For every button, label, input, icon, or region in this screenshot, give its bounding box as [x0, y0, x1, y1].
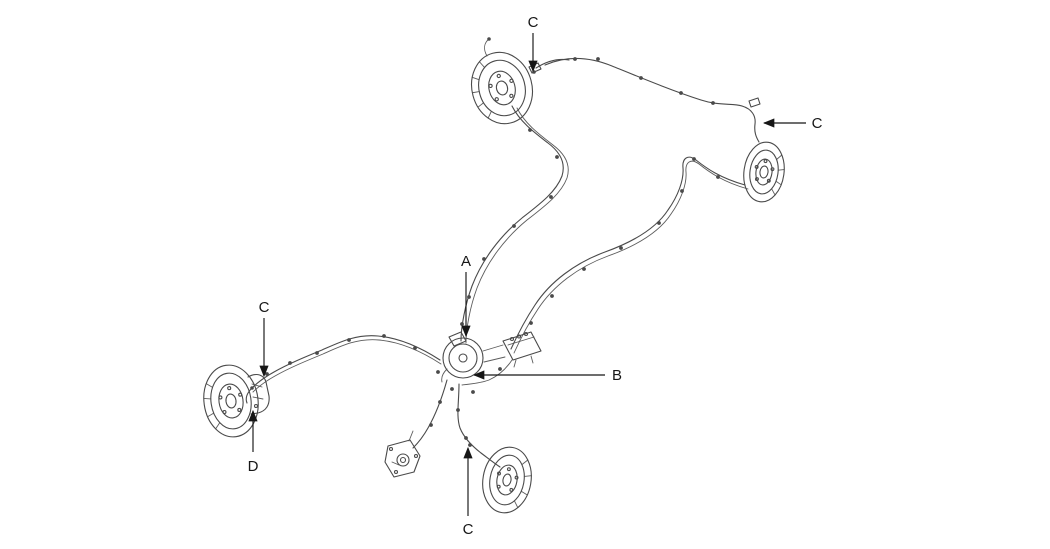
wheel-assembly-right — [743, 141, 785, 203]
callout-C-bottom: C — [463, 446, 474, 538]
brake-line-artwork — [203, 38, 785, 514]
wheel-assembly-top — [471, 51, 533, 125]
rear-crossover-tube — [544, 57, 743, 107]
callout-C-bottom-label: C — [463, 521, 474, 538]
brake-hose-top — [535, 58, 570, 69]
bracket-top-left — [484, 38, 490, 57]
tube-clamps — [250, 37, 720, 447]
right-wheel-hose-stub — [741, 105, 760, 143]
rear-left-tube-twin — [465, 107, 569, 344]
callout-C-top: C — [528, 14, 539, 73]
callout-C-right: C — [762, 115, 823, 132]
front-left-tube — [251, 335, 441, 389]
callout-D: D — [248, 409, 259, 475]
front-right-hose — [480, 452, 501, 468]
callout-C-left: C — [259, 299, 270, 378]
rear-left-tube — [460, 105, 564, 342]
brake-hose-fitting-right — [748, 97, 761, 108]
wheel-assembly-bottom — [482, 446, 532, 514]
callout-C-left-label: C — [259, 299, 270, 316]
front-caliper-tube — [412, 379, 448, 449]
callout-B-label: B — [612, 367, 622, 384]
callout-D-label: D — [248, 458, 259, 475]
front-left-caliper — [247, 373, 270, 415]
master-cylinder-assembly — [441, 331, 506, 383]
hydraulic-unit — [461, 331, 542, 386]
callout-C-top-label: C — [528, 14, 539, 31]
callout-A: A — [461, 253, 471, 338]
front-right-tube — [457, 383, 482, 454]
callout-A-label: A — [461, 253, 471, 270]
callout-B: B — [472, 367, 622, 384]
callouts: A B C C C C D — [248, 14, 823, 538]
wheel-assembly-left — [203, 364, 259, 438]
rear-right-tube — [510, 156, 746, 350]
rear-right-tube-twin — [513, 160, 749, 354]
knuckle-assembly — [384, 430, 421, 478]
callout-C-right-label: C — [812, 115, 823, 132]
front-left-tube-twin — [252, 339, 442, 393]
